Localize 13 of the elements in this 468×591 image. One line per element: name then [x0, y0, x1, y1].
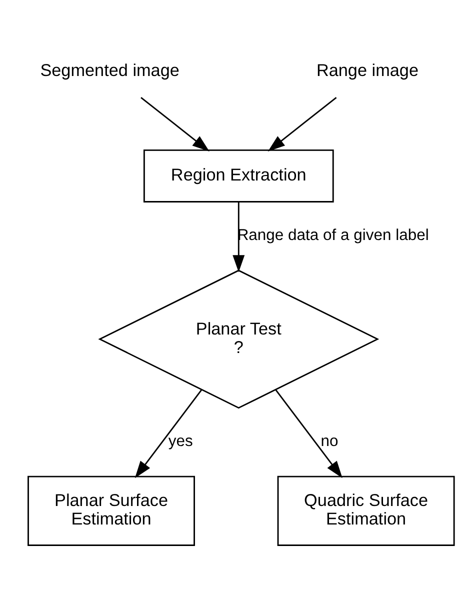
node-box: Planar Surface Estimation: [28, 476, 195, 546]
arrow: [140, 96, 210, 152]
node-text: Segmented image: [40, 60, 180, 80]
edge-label: no: [320, 433, 338, 450]
arrow: [232, 202, 245, 272]
node-box: Quadric Surface Estimation: [277, 476, 455, 546]
node-diamond: Planar Test ?: [98, 270, 380, 409]
arrow: [275, 389, 342, 478]
arrow: [134, 389, 202, 478]
node-text: Range image: [316, 60, 419, 80]
edge-label: yes: [168, 433, 193, 450]
node-box: Region Extraction: [143, 150, 334, 202]
arrow: [268, 96, 337, 152]
